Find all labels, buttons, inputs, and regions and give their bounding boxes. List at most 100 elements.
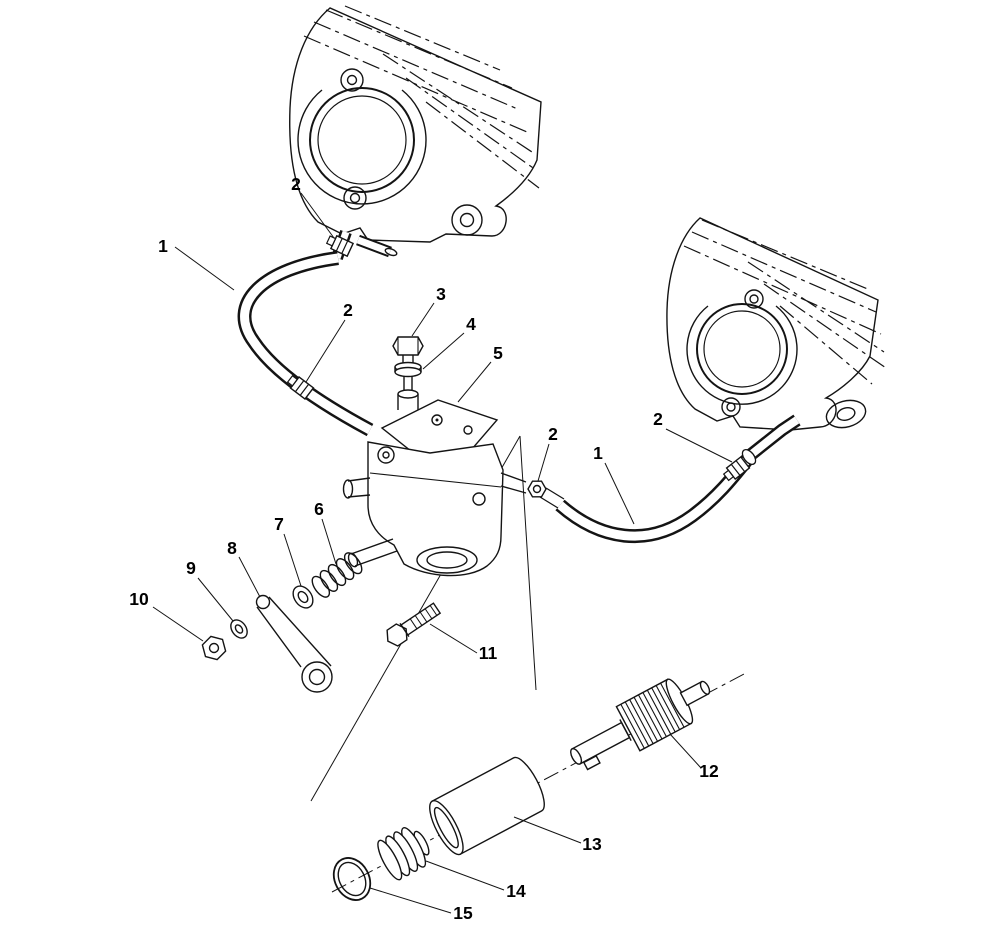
gasket-bore-inner <box>703 310 781 388</box>
bolt-hole-inner <box>346 74 358 86</box>
callout-label-9-washer: 9 <box>186 558 196 578</box>
callout-label-8-lever: 8 <box>227 538 237 558</box>
pump-inlet-fitting <box>347 477 371 498</box>
cylinder-bore <box>433 806 459 849</box>
nut-bore <box>208 642 220 654</box>
bolt-hole <box>721 397 741 417</box>
pump-outlet-stub <box>500 472 527 494</box>
spring-coil <box>335 558 355 581</box>
lever-pivot-hole <box>255 594 271 610</box>
callout-label-1-left-hose: 1 <box>158 236 168 256</box>
fitting-nut <box>527 480 547 498</box>
bolt-head-facets <box>397 337 419 355</box>
bolt-hole <box>340 68 364 92</box>
cooling-fin-lines <box>303 5 540 189</box>
drive-gear-shaft <box>570 678 711 771</box>
pump-base-flange <box>416 546 478 574</box>
fitting-stub <box>539 487 565 509</box>
pump-boss-inner <box>382 451 390 459</box>
pump-parting-line <box>369 472 502 488</box>
callout-label-2-lower-clamp: 2 <box>343 300 353 320</box>
drive-cylinder <box>429 756 545 856</box>
callout-label-5-pump-cover: 5 <box>493 343 503 363</box>
callout-label-11-bolt: 11 <box>479 643 498 663</box>
seal-stack <box>377 827 430 881</box>
gasket-bore <box>309 87 415 193</box>
nut-bore <box>532 484 542 494</box>
cylinder-body <box>431 756 545 856</box>
callout-label-15-o-ring: 15 <box>453 903 473 923</box>
shaft-step <box>619 719 632 742</box>
callout-label-6-spring: 6 <box>314 499 324 519</box>
oil-pump-assembly <box>342 389 527 577</box>
callout-label-2-fitting-nut: 2 <box>548 424 558 444</box>
spring-coil <box>319 569 339 592</box>
projection-line-right <box>519 435 537 691</box>
mounting-ear-hole <box>459 212 475 228</box>
return-spring <box>311 552 363 598</box>
washer-outer <box>230 619 248 639</box>
lever-boss <box>301 661 333 693</box>
lock-nut <box>201 635 227 661</box>
sealing-washer-bottom <box>394 366 422 378</box>
callout-label-13-cylinder: 13 <box>582 834 602 854</box>
oil-hose-right <box>555 414 801 544</box>
pump-body <box>367 441 504 577</box>
elbow-fitting-body <box>745 416 800 461</box>
engine-case-left <box>289 5 542 260</box>
bolt-washer-face <box>399 622 410 637</box>
callout-label-7-washer: 7 <box>274 514 284 534</box>
oil-hose-left <box>237 251 374 437</box>
callout-label-12-gear: 12 <box>699 761 719 781</box>
mounting-ear <box>825 399 867 429</box>
mounting-ear <box>451 204 483 236</box>
callout-label-2-upper-clamp: 2 <box>291 174 301 194</box>
bolt-neck <box>402 355 414 363</box>
o-ring-inner <box>337 861 367 897</box>
bolt-shaft <box>400 602 442 636</box>
callout-label-3-bolt: 3 <box>436 284 446 304</box>
spring-coil <box>327 563 347 587</box>
o-ring <box>332 857 372 901</box>
cooling-fin-lines <box>683 219 887 385</box>
shaft-end-face <box>570 747 583 765</box>
bolt-hole <box>744 289 764 309</box>
gasket-outer-arc <box>686 305 798 405</box>
pump-inlet-end <box>342 479 354 499</box>
o-ring-outer <box>332 857 372 901</box>
seal-rib <box>377 839 403 881</box>
bolt-threads <box>409 605 438 630</box>
gasket-bore-inner <box>317 95 407 185</box>
control-lever <box>255 594 333 693</box>
spring-coil <box>343 552 363 575</box>
washer-sides <box>394 367 422 372</box>
bolt-hole <box>343 186 367 210</box>
pump-top-boss <box>397 394 419 410</box>
pump-base-flange-inner <box>426 551 468 569</box>
callout-label-14-seals: 14 <box>506 881 526 901</box>
gear-tip-end <box>699 680 711 695</box>
nut-hex <box>201 635 227 661</box>
banjo-bolt-and-washer <box>392 336 424 390</box>
bolt-hole-inner <box>749 294 759 304</box>
lever-boss-hole <box>308 668 326 686</box>
hose-body <box>557 453 754 541</box>
bolt-stub <box>403 376 413 390</box>
cover-screw <box>431 414 443 426</box>
washer-outer <box>292 585 314 609</box>
nut-hex <box>527 480 547 498</box>
pump-top-boss-face <box>397 389 419 399</box>
washer-inner <box>234 624 244 634</box>
washer <box>230 619 248 639</box>
bolt-hole-inner <box>726 402 736 412</box>
gear-teeth <box>620 682 685 749</box>
pump-boss <box>377 446 395 464</box>
washer-inner <box>297 590 309 604</box>
callout-leaders <box>152 192 733 914</box>
elbow-end-cap <box>741 448 757 466</box>
bolt-hex-head <box>386 623 408 647</box>
case-stub-end <box>384 247 398 257</box>
spring-coil <box>311 575 331 598</box>
